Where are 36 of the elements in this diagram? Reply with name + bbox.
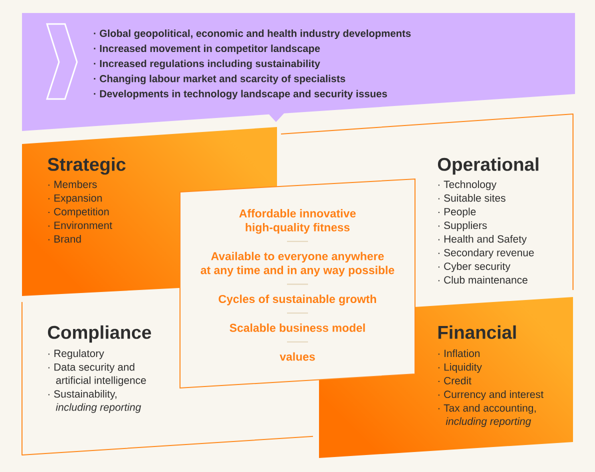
value-statement: values <box>280 352 315 361</box>
bullet-item: · Expansion <box>48 194 102 204</box>
bullet-item: · Developments in technology landscape and security issues <box>94 90 387 100</box>
bullet-item: · Environment <box>48 221 112 230</box>
bullet-item: · Club maintenance <box>438 276 528 284</box>
bullet-item: · Data security and artificial intelligence <box>48 363 146 386</box>
bullet-item: · Currency and interest <box>438 390 544 400</box>
value-statement: Cycles of sustainable growth <box>218 294 376 306</box>
bullet-item: · Health and Safety <box>438 235 527 245</box>
bullet-item: · Global geopolitical, economic and health industry developments <box>94 30 411 40</box>
bullet-item: · Liquidity <box>438 363 482 373</box>
bullet-item: · Credit <box>438 376 472 384</box>
bullet-item: · Secondary revenue <box>438 248 534 258</box>
panel-heading: Operational <box>438 157 538 175</box>
value-statement: Scalable business model <box>230 324 365 332</box>
callout-banner <box>22 13 575 131</box>
value-statement: Affordable innovative high-quality fitness <box>239 209 356 234</box>
bullet-item: · Changing labour market and scarcity of specialists <box>94 74 346 84</box>
bullet-item: · Sustainability, including reporting <box>48 390 142 413</box>
bullet-item: · Inflation <box>438 349 480 358</box>
bullet-item: · Members <box>48 180 97 188</box>
bullet-item: · Regulatory <box>48 349 104 360</box>
panel-heading: Strategic <box>48 157 126 175</box>
bullet-item: · Suppliers <box>438 221 487 232</box>
bullet-item: · Tax and accounting, including reporting <box>438 404 536 427</box>
bullet-item: · Increased movement in competitor landscape <box>94 44 320 54</box>
bullet-item: · Cyber security <box>438 262 510 272</box>
bullet-item: · People <box>438 208 476 218</box>
bullet-item: · Technology <box>438 180 496 190</box>
bullet-item: · Suitable sites <box>438 194 506 202</box>
panel-heading: Financial <box>438 325 516 339</box>
value-statement: Available to everyone anywhere at any time and in any way possible <box>200 252 394 276</box>
panel-heading: Compliance <box>48 325 152 343</box>
bullet-item: · Competition <box>48 208 109 218</box>
bullet-item: · Brand <box>48 235 81 243</box>
bullet-item: · Increased regulations including sustainability <box>94 60 320 70</box>
